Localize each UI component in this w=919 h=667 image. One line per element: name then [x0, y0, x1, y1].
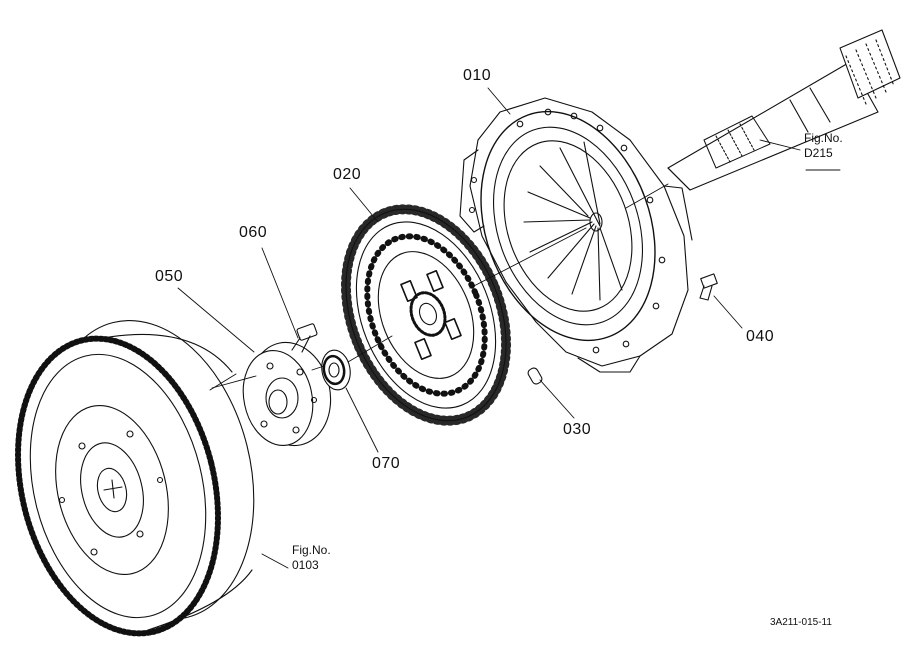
shaft-ref-line2: D215 — [804, 146, 833, 160]
shaft-ref-line1: Fig.No. — [804, 131, 843, 145]
part-label-060: 060 — [239, 224, 268, 241]
part-label-040: 040 — [746, 328, 775, 345]
clutch-disc-020 — [316, 185, 536, 444]
bolt-060 — [292, 323, 318, 352]
part-label-050: 050 — [155, 268, 184, 285]
flywheel — [0, 298, 284, 654]
flywheel-ref-line2: 0103 — [292, 558, 319, 572]
drawing-code: 3A211-015-11 — [770, 617, 832, 628]
bolt-040 — [700, 274, 717, 300]
bearing-070 — [319, 348, 354, 392]
assembly-axis-lines — [210, 184, 668, 390]
part-label-070: 070 — [372, 455, 401, 472]
part-label-010: 010 — [463, 67, 492, 84]
flywheel-ref-line1: Fig.No. — [292, 543, 331, 557]
leader-lines — [178, 88, 840, 568]
shaft-figure-reference: Fig.No. D215 — [804, 131, 843, 161]
part-label-020: 020 — [333, 166, 362, 183]
hub-050 — [235, 335, 340, 453]
part-label-030: 030 — [563, 421, 592, 438]
input-shaft — [668, 30, 900, 190]
flywheel-figure-reference: Fig.No. 0103 — [292, 543, 331, 573]
dowel-pin-030 — [527, 367, 544, 386]
